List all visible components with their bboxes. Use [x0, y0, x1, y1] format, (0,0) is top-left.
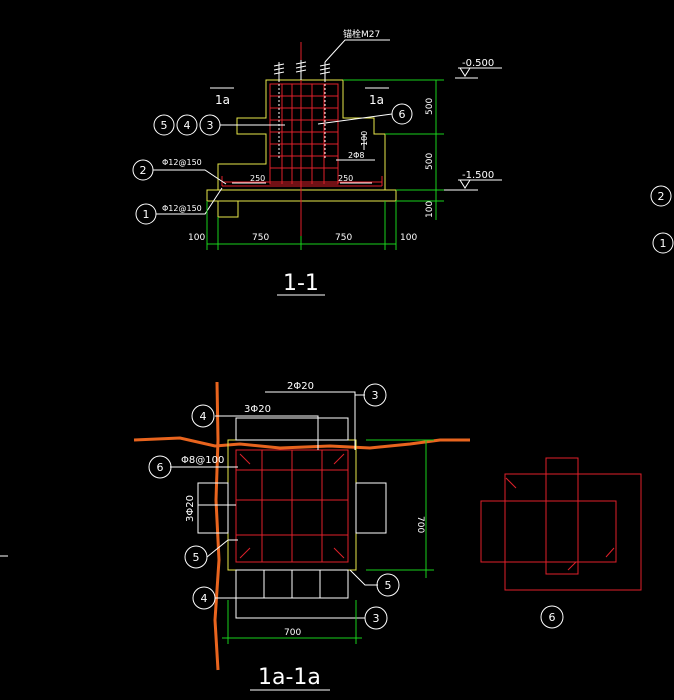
callout-5-circle: [184, 545, 208, 569]
elevation-top: [455, 67, 502, 79]
elevation-top-label: -0.500: [462, 58, 494, 69]
plan-dim-bottom-label: 700: [284, 628, 301, 638]
section-1a-1a: 2Φ20 3 3Φ20 4 Φ8@100 6 3Φ20 5 4 5 3: [133, 381, 470, 691]
callout-top4: 4: [200, 410, 207, 423]
blinding-layer: [217, 201, 239, 218]
dim-right-500-top: 500: [425, 98, 435, 115]
dim-250-right: 250: [338, 174, 353, 183]
callout-bot4-circle: [192, 586, 216, 610]
top-bars-label: 2Φ20: [287, 381, 314, 392]
callout-right5-leader: [349, 569, 378, 586]
stirrup-detail: [480, 457, 642, 629]
section-1-1-title: 1-1: [283, 271, 319, 296]
pedestal-rebar-cage: [221, 83, 383, 187]
dim-bottom-100-left: 100: [188, 233, 205, 243]
edge-callout-1: 1: [660, 237, 667, 250]
callout-5-plan: 5: [193, 551, 200, 564]
callout-5: 5: [161, 119, 168, 132]
dim-100-small: 100: [360, 131, 369, 146]
section-1a-1a-title: 1a-1a: [258, 665, 321, 690]
callout-bot3: 3: [373, 612, 380, 625]
callout-3: 3: [207, 119, 214, 132]
dim-bottom-100-right: 100: [400, 233, 417, 243]
mid-bars-leader: [215, 415, 319, 450]
dim-250-left: 250: [250, 174, 265, 183]
dim-right-500-bottom: 500: [425, 153, 435, 170]
callout-6-plan-circle: [148, 455, 172, 479]
dim-bottom-750-right: 750: [335, 233, 352, 243]
anchor-bolts: [273, 60, 331, 160]
callout-bot3-circle: [364, 606, 388, 630]
dim-right: [343, 79, 444, 220]
callout-2-leader: [153, 169, 227, 185]
plan-footing-projections: [197, 417, 387, 599]
section-1-1: 锚栓M27 -0.500 -1.500 1a 1a 5 4 3: [132, 28, 502, 296]
elevation-bottom: [455, 179, 502, 191]
rebar-label-2: Φ12@150: [162, 158, 202, 167]
edge-callouts: [650, 185, 674, 254]
anchor-leader: [324, 39, 390, 63]
dim-bottom: [206, 201, 397, 250]
callout-top4-circle: [191, 404, 215, 428]
callout-bot4: 4: [201, 592, 208, 605]
callout-top3-circle: [363, 383, 387, 407]
callout-bot3-leader: [235, 598, 365, 619]
top-bars-leader: [265, 391, 356, 450]
edge-callout-2: 2: [658, 190, 665, 203]
section-mark-left: 1a: [215, 93, 230, 107]
ground-line: [133, 436, 470, 450]
callout-1: 1: [143, 208, 150, 221]
section-mark-right: 1a: [369, 93, 384, 107]
callout-right5: 5: [385, 579, 392, 592]
callout-group-543: [153, 114, 285, 136]
plan-rebar: [235, 449, 349, 563]
cut-line-vertical: [213, 381, 221, 671]
dim-right-100: 100: [425, 201, 435, 218]
callout-right5-circle: [376, 573, 400, 597]
callout-top3: 3: [372, 389, 379, 402]
callout-6: 6: [399, 108, 406, 121]
stirrup-plan-label: Φ8@100: [181, 455, 224, 466]
anchor-label: 锚栓M27: [343, 28, 380, 40]
callout-5-leader: [206, 539, 238, 558]
pedestal-outline: [217, 79, 386, 190]
plan-dim-right: [366, 439, 434, 578]
side-bars-label: 3Φ20: [185, 495, 196, 522]
stirrup-label: 2Φ8: [348, 151, 364, 160]
dim-bottom-750-left: 750: [252, 233, 269, 243]
callout-1-leader: [156, 187, 223, 215]
rebar-label-1: Φ12@150: [162, 204, 202, 213]
mid-bars-label: 3Φ20: [244, 404, 271, 415]
callout-2: 2: [140, 164, 147, 177]
callout-6-leader: [317, 113, 393, 125]
plan-dim-right-label: 700: [415, 516, 425, 533]
callout-4: 4: [184, 119, 191, 132]
detail-callout-circle: [540, 605, 564, 629]
detail-callout-6: 6: [549, 611, 556, 624]
elevation-bottom-label: -1.500: [462, 170, 494, 181]
callout-6-plan: 6: [157, 461, 164, 474]
plan-dim-bottom: [222, 600, 362, 644]
